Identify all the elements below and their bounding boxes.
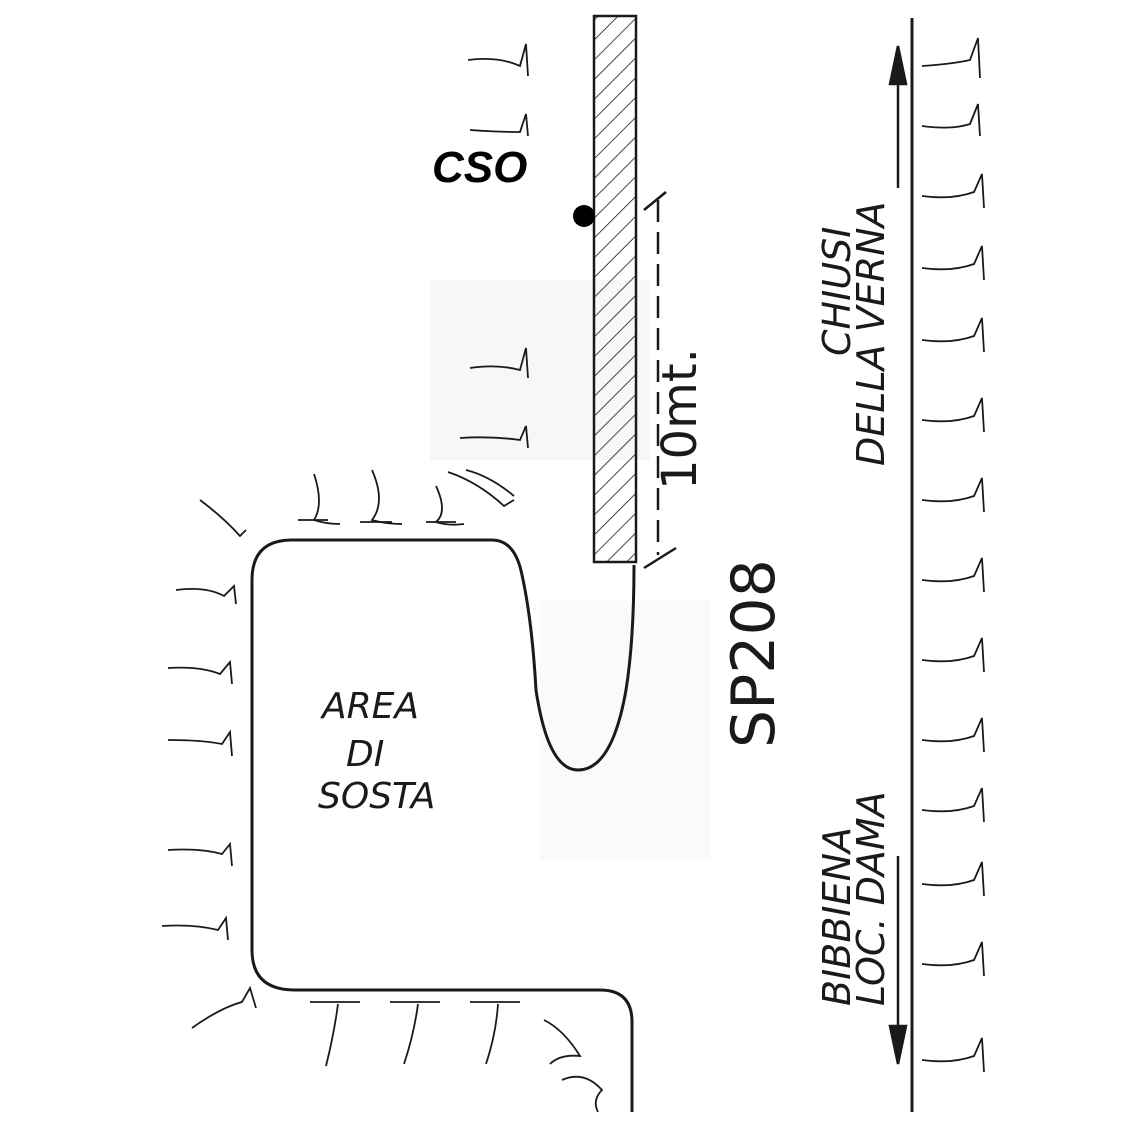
distance-label: 10mt. (652, 348, 708, 490)
destination-south-line1: BIBBIENA (815, 827, 859, 1006)
road-label: SP208 (719, 559, 789, 748)
destination-south-line2: LOC. DAMA (849, 791, 893, 1006)
hatched-structure (592, 14, 638, 564)
vegetation-left (161, 499, 257, 1029)
area-label-line2: DI (346, 734, 384, 775)
vegetation-top (298, 469, 515, 526)
destination-north-line2: DELLA VERNA (849, 201, 893, 466)
direction-south-arrow (888, 856, 908, 1065)
vegetation-bottom (310, 1001, 604, 1113)
vegetation-road-side (921, 37, 985, 1073)
cso-marker-dot (573, 205, 595, 227)
direction-north-arrow (888, 45, 908, 188)
area-label-line3: SOSTA (318, 776, 435, 817)
vegetation-wall-side (459, 43, 529, 497)
area-label-line1: AREA (320, 686, 419, 727)
cso-label: CSO (432, 143, 527, 192)
parking-area-outline (250, 538, 636, 1112)
destination-north-line1: CHIUSI (815, 227, 859, 356)
distance-dimension (643, 191, 677, 570)
